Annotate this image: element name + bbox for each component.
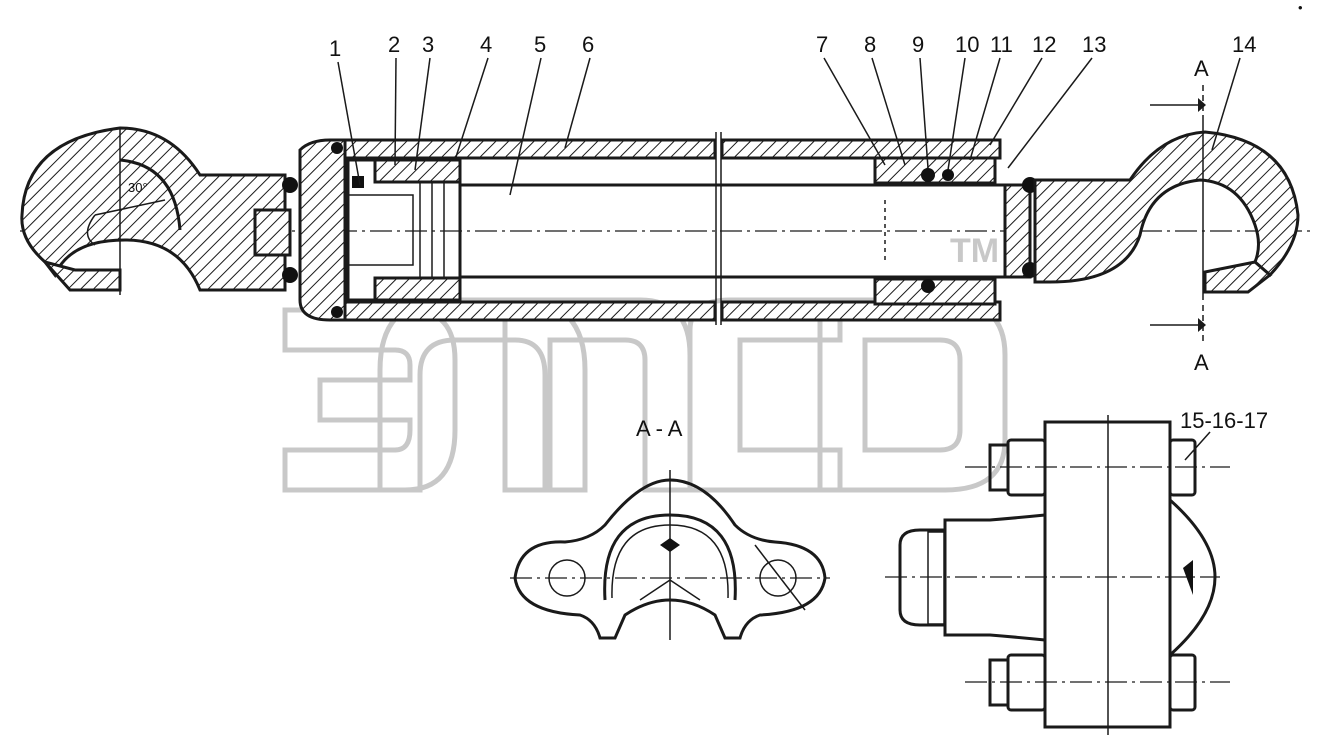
part-callouts: 1 2 3 4 5 6 7 8 9 10 11 12 13 14 — [329, 32, 1256, 196]
part-number-12: 12 — [1032, 32, 1056, 57]
section-title: A - A — [636, 416, 683, 441]
part-number-8: 8 — [864, 32, 876, 57]
part-number-5: 5 — [534, 32, 546, 57]
left-eye: 30° — [20, 126, 287, 295]
fastener-label: 15-16-17 — [1180, 408, 1268, 433]
svg-text:A: A — [1194, 350, 1209, 375]
part-number-7: 7 — [816, 32, 828, 57]
cylinder-tube — [343, 132, 1002, 325]
part-number-10: 10 — [955, 32, 979, 57]
angle-label: 30° — [128, 180, 148, 195]
section-a-a-view: A - A — [510, 416, 830, 640]
part-number-13: 13 — [1082, 32, 1106, 57]
end-view: 15-16-17 — [885, 408, 1268, 735]
piston-rod — [460, 183, 1005, 279]
part-number-2: 2 — [388, 32, 400, 57]
section-marker-top: A — [1150, 56, 1209, 120]
part-number-4: 4 — [480, 32, 492, 57]
section-marker-bottom: A — [1150, 305, 1209, 375]
left-neck — [253, 208, 292, 257]
corner-mark: • — [1298, 0, 1303, 15]
trademark-mark: TM — [950, 232, 999, 270]
rod-gland — [873, 156, 997, 306]
left-head-cap — [298, 138, 347, 322]
svg-text:A: A — [1194, 56, 1209, 81]
part-number-9: 9 — [912, 32, 924, 57]
part-number-14: 14 — [1232, 32, 1256, 57]
watermark-logo — [282, 297, 1008, 493]
part-number-1: 1 — [329, 36, 341, 61]
part-number-11: 11 — [990, 32, 1013, 57]
right-eye — [1033, 120, 1300, 300]
part-number-6: 6 — [582, 32, 594, 57]
piston — [346, 158, 462, 302]
part-number-3: 3 — [422, 32, 434, 57]
